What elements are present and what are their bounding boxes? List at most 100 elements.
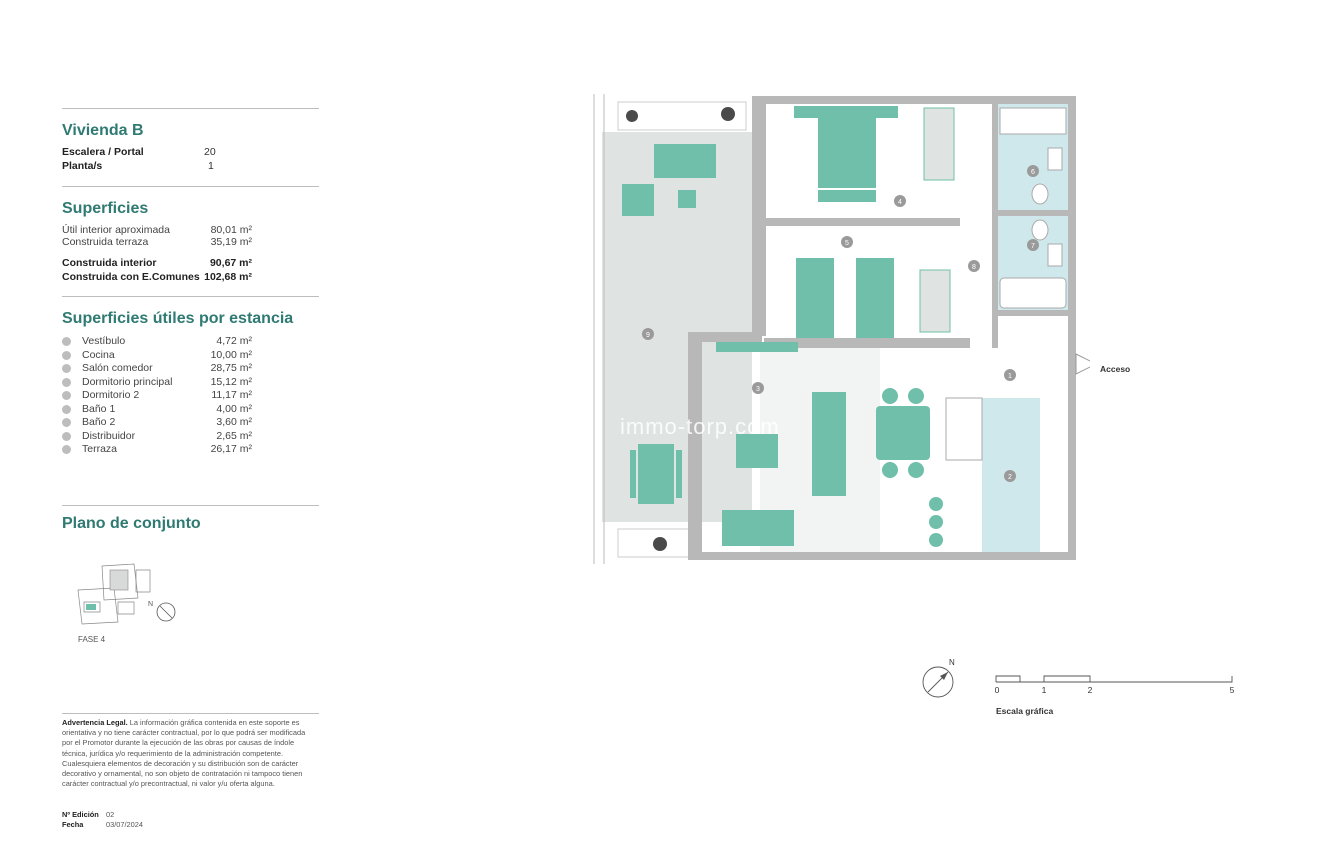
date-label: Fecha	[62, 820, 84, 829]
access-label: Acceso	[1100, 364, 1131, 374]
terrace-dining-table	[638, 444, 674, 504]
divider	[62, 296, 319, 297]
tv-unit	[716, 342, 798, 352]
surfaces-title: Superficies	[62, 200, 149, 217]
terrace-side-table	[678, 190, 696, 208]
dining-chairs	[882, 388, 943, 547]
date-row: Fecha 03/07/2024	[62, 820, 143, 829]
room-area: 2,65 m²	[216, 429, 252, 442]
site-plan-title: Plano de conjunto	[62, 515, 201, 532]
room-row: Baño 2 3,60 m²	[62, 416, 262, 429]
terrace-armchair	[622, 184, 654, 216]
divider	[62, 505, 319, 506]
room-number: 4	[898, 199, 902, 206]
room-number: 3	[756, 386, 760, 393]
room-marker-icon	[62, 431, 71, 441]
legal-notice: Advertencia Legal. La información gráfic…	[62, 718, 312, 789]
date-value: 03/07/2024	[106, 820, 143, 829]
unit-title: Vivienda B	[62, 122, 144, 139]
legal-text: La información gráfica contenida en este…	[62, 718, 306, 789]
terrace-sofa	[654, 144, 716, 178]
common-value: 102,68 m²	[204, 271, 252, 283]
room-number: 8	[972, 264, 976, 271]
room-marker-icon	[62, 377, 71, 387]
room-number: 1	[1008, 373, 1012, 380]
rooms-title: Superficies útiles por estancia	[62, 310, 294, 327]
room-area: 15,12 m²	[210, 375, 252, 388]
surface-common: Construida con E.Comunes 102,68 m²	[62, 271, 262, 284]
dining-table	[876, 406, 930, 460]
single-bed	[796, 258, 834, 338]
site-plan-map: N	[77, 563, 176, 625]
divider	[62, 186, 319, 187]
watermark: immo-torp.com	[620, 414, 780, 439]
scale-tick: 5	[1230, 685, 1235, 695]
single-bed	[856, 258, 894, 338]
surface-useful: Útil interior aproximada 80,01 m²	[62, 224, 262, 237]
room-name: Baño 2	[82, 416, 116, 428]
divider	[62, 108, 319, 109]
useful-label: Útil interior aproximada	[62, 224, 170, 236]
north-label: N	[949, 658, 955, 667]
room-row: Baño 1 4,00 m²	[62, 403, 262, 416]
wall	[688, 96, 1076, 560]
terrace-label: Construida terraza	[62, 236, 149, 248]
terrace-value: 35,19 m²	[210, 236, 252, 248]
room-name: Terraza	[82, 443, 118, 455]
useful-value: 80,01 m²	[210, 224, 252, 236]
room-row: Terraza 26,17 m²	[62, 443, 262, 456]
room-area: 26,17 m²	[210, 443, 252, 455]
room-marker-icon	[62, 418, 71, 427]
room-number: 6	[1031, 169, 1035, 176]
surface-terrace: Construida terraza 35,19 m²	[62, 236, 262, 249]
floor-label: Planta/s	[62, 160, 103, 172]
room-number: 9	[646, 332, 650, 339]
floor-plan: 1 2 3 4 5 6 7 8 9	[593, 94, 1090, 564]
room-area: 3,60 m²	[216, 416, 252, 428]
room-area: 11,17 m²	[211, 389, 252, 401]
unit-row-portal: Escalera / Portal 20	[62, 146, 262, 159]
north-compass-icon	[922, 666, 954, 698]
room-area: 4,00 m²	[216, 402, 252, 415]
fridge	[945, 397, 983, 461]
scale-tick: 0	[995, 685, 1000, 695]
scale-tick: 2	[1088, 685, 1093, 695]
built-label: Construida interior	[62, 257, 157, 269]
room-row: Distribuidor 2,65 m²	[62, 430, 262, 443]
room-area: 10,00 m²	[210, 348, 252, 361]
scale-bar: N 0 1 2 5 Escala gráfica	[922, 658, 1235, 716]
room-marker-icon	[62, 404, 71, 414]
divider	[62, 713, 319, 714]
site-phase: FASE 4	[78, 635, 106, 644]
scale-tick: 1	[1042, 685, 1047, 695]
room-area: 28,75 m²	[210, 362, 252, 374]
room-markers	[642, 165, 1039, 482]
room-name: Distribuidor	[82, 429, 136, 442]
common-label: Construida con E.Comunes	[62, 271, 200, 283]
edition-label: Nº Edición	[62, 810, 99, 819]
room-number: 7	[1031, 243, 1035, 250]
armchair-bench	[722, 510, 794, 546]
room-marker-icon	[62, 391, 71, 400]
shower	[999, 107, 1067, 135]
portal-label: Escalera / Portal	[62, 146, 144, 158]
site-north-label: N	[148, 601, 153, 608]
site-compass-icon	[156, 602, 176, 622]
room-marker-icon	[62, 445, 71, 454]
room-name: Baño 1	[82, 402, 116, 415]
scale-label: Escala gráfica	[996, 706, 1053, 716]
surface-built: Construida interior 90,67 m²	[62, 257, 262, 270]
wardrobe	[919, 269, 951, 333]
room-marker-icon	[62, 337, 71, 346]
plant-icon	[626, 107, 735, 551]
access-arrow-icon	[1075, 353, 1090, 375]
room-marker-icon	[62, 350, 71, 360]
sofa	[812, 392, 846, 496]
room-name: Vestíbulo	[82, 335, 126, 347]
wardrobe	[923, 107, 955, 181]
coffee-table	[736, 434, 778, 468]
